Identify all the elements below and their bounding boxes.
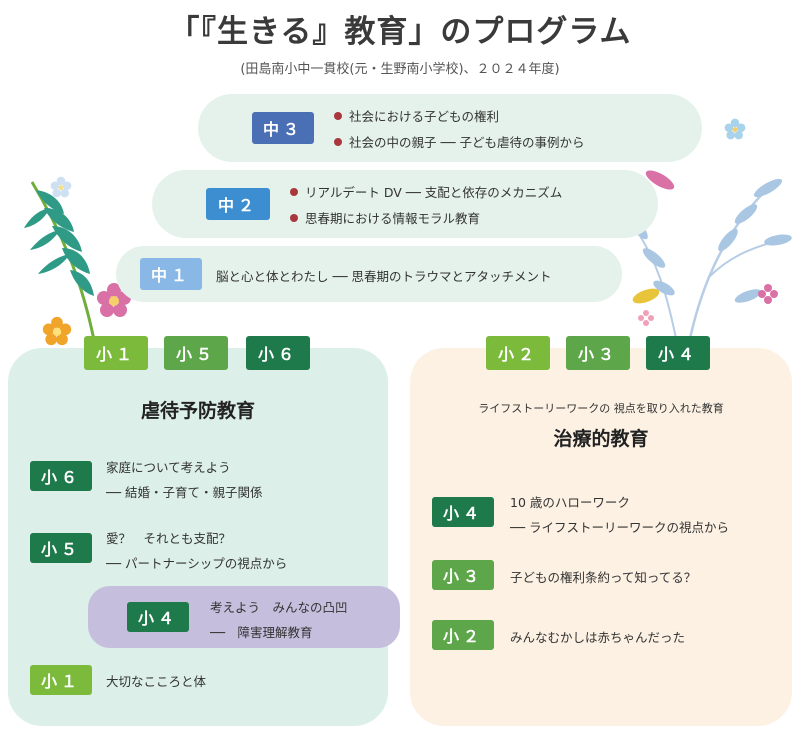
right-row-line1: みんなむかしは赤ちゃんだった (510, 630, 686, 645)
right-small-heading: ライフストーリーワークの 視点を取り入れた教育 (478, 402, 724, 415)
page-title: 「『生きる』教育」のプログラム (168, 14, 632, 50)
jh3-item: 社会における子どもの権利 (334, 106, 499, 125)
left-tab: 小６ (246, 336, 310, 370)
right-panel (410, 348, 792, 726)
left-row-line2: ── パートナーシップの視点から (106, 556, 288, 571)
left-row-line2: ── 結婚・子育て・親子関係 (106, 485, 263, 500)
right-row-line1: 子どもの権利条約って知ってる？ (510, 570, 697, 585)
jh2-item: 思春期における情報モラル教育 (290, 208, 480, 227)
flower-icon (42, 316, 72, 346)
right-row-badge: 小４ (432, 497, 494, 527)
left-row-badge: 小１ (30, 665, 92, 695)
left-row-badge: 小６ (30, 461, 92, 491)
flower-icon (50, 176, 72, 198)
left-row-line1: 考えよう みんなの凸凹 (210, 600, 348, 615)
left-row-line1: 家庭について考えよう (106, 460, 231, 475)
flower-icon (97, 283, 131, 317)
right-row-badge: 小２ (432, 620, 494, 650)
jh2-badge: 中２ (206, 188, 270, 220)
flower-icon (724, 118, 746, 140)
bullet-icon (334, 112, 342, 120)
left-tab: 小５ (164, 336, 228, 370)
right-heading: 治療的教育 (553, 428, 649, 450)
fern-left-icon (24, 181, 96, 341)
right-tab: 小４ (646, 336, 710, 370)
bullet-icon (334, 138, 342, 146)
left-heading: 虐待予防教育 (140, 400, 255, 422)
jh1-item: 脳と心と体とわたし ── 思春期のトラウマとアタッチメント (216, 269, 552, 284)
left-row-line1: 大切なこころと体 (106, 674, 207, 689)
left-tab: 小１ (84, 336, 148, 370)
bullet-icon (290, 188, 298, 196)
jh1-badge: 中１ (140, 258, 202, 290)
branch-right-icon (627, 170, 792, 349)
left-row-line2: ── 障害理解教育 (210, 625, 313, 640)
left-row-badge: 小５ (30, 533, 92, 563)
right-tab: 小２ (486, 336, 550, 370)
jh3-item: 社会の中の親子 ── 子ども虐待の事例から (334, 132, 585, 151)
right-row-line1: 10 歳のハローワーク (510, 495, 630, 510)
page-subtitle: (田島南小中一貫校(元・生野南小学校)、２０２４年度) (240, 62, 560, 77)
left-row-badge: 小４ (127, 602, 189, 632)
jh2-item: リアルデート DV ── 支配と依存のメカニズム (290, 182, 562, 201)
right-tab: 小３ (566, 336, 630, 370)
bullet-icon (290, 214, 298, 222)
left-row-line1: 愛？ それとも支配？ (106, 531, 232, 546)
right-row-badge: 小３ (432, 560, 494, 590)
right-row-line2: ── ライフストーリーワークの視点から (510, 520, 730, 535)
jh3-badge: 中３ (252, 112, 314, 144)
